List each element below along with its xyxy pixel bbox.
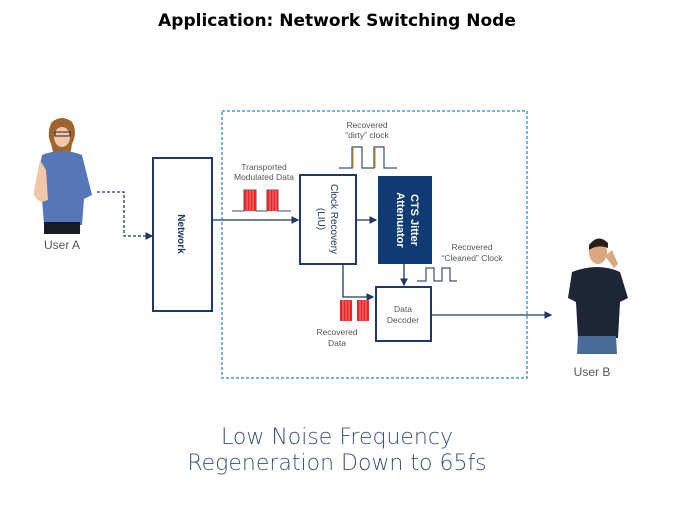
user-a-figure [34, 118, 92, 234]
network-label: Network [175, 214, 186, 254]
user-b-figure [568, 238, 628, 354]
user-a-label: User A [44, 238, 80, 252]
user-b-label: User B [574, 365, 611, 379]
recovered-data-label-1: Recovered [316, 327, 357, 337]
data-decoder-box[interactable] [375, 286, 432, 342]
switching-node-boundary [221, 110, 528, 379]
jitter-attenuator-label-1: CTS Jitter [408, 194, 420, 247]
dirty-clock-label-2: “dirty” clock [345, 130, 389, 140]
transported-label-2: Modulated Data [234, 172, 294, 182]
cleaned-clock-label-1: Recovered [451, 242, 492, 252]
dirty-clock-waveform [339, 146, 397, 169]
recovered-data-label-2: Data [328, 338, 346, 348]
transported-data-waveform [232, 189, 291, 212]
tagline: Low Noise Frequency Regeneration Down to… [0, 425, 674, 477]
dirty-clock-label-1: Recovered [346, 120, 387, 130]
data-decoder-label-2: Decoder [387, 315, 419, 325]
tagline-line-1: Low Noise Frequency [221, 425, 453, 450]
user-a-link [97, 191, 154, 240]
recovered-data-waveform [340, 300, 369, 321]
jitter-attenuator-label-2: Attenuator [394, 192, 406, 248]
cleaned-clock-label-2: “Cleaned” Clock [442, 253, 504, 263]
network-box[interactable] [152, 157, 213, 312]
cleaned-clock-waveform [417, 267, 457, 282]
slide-title: Application: Network Switching Node [158, 11, 516, 31]
jitter-attenuator-box[interactable] [378, 176, 432, 264]
tagline-line-2: Regeneration Down to 65fs [187, 451, 487, 476]
clock-recovery-to-decoder [342, 264, 375, 301]
clock-recovery-box[interactable] [299, 174, 357, 265]
clock-recovery-label-2: (LIU) [315, 208, 326, 230]
transported-label-1: Transported [241, 162, 287, 172]
clock-recovery-label-1: Clock Recovery [328, 184, 339, 254]
data-decoder-label-1: Data [394, 304, 412, 314]
